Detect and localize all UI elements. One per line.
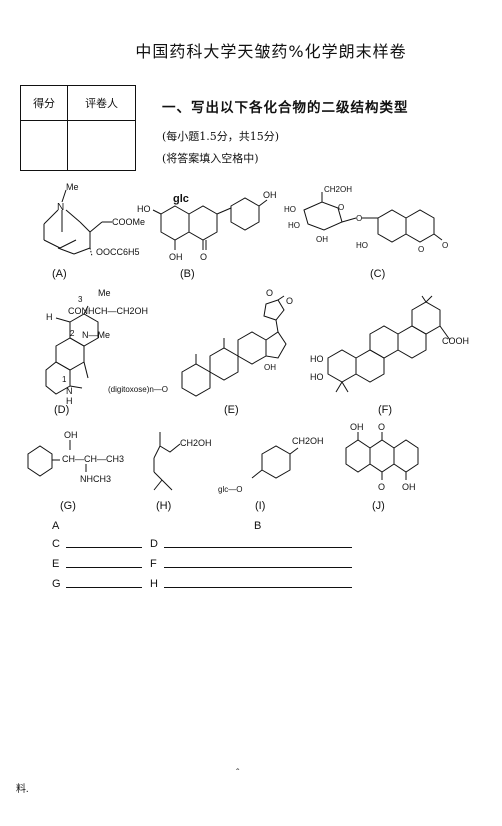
structure-f-text-1: HO bbox=[310, 354, 324, 364]
structure-g-text-2: CH—CH—CH3 bbox=[62, 454, 124, 464]
structure-c-text-5: O bbox=[338, 203, 344, 212]
structure-e-text-3: (digitoxose)n—O bbox=[108, 385, 168, 394]
structure-c-text-2: HO bbox=[284, 205, 296, 214]
score-label: 得分 bbox=[19, 85, 69, 121]
footer-center-mark: ˆ bbox=[236, 768, 240, 779]
structure-e-text-1: O bbox=[266, 288, 273, 298]
answer-blank-h[interactable] bbox=[164, 587, 352, 588]
structure-f-label: (F) bbox=[378, 404, 393, 416]
structure-c-text-7: HO bbox=[356, 241, 368, 250]
structure-a-text-4: OOCC6H5 bbox=[96, 247, 140, 257]
answer-label-g: G bbox=[52, 578, 61, 590]
section-heading: 一、写出以下各化合物的二级结构类型 bbox=[162, 100, 409, 116]
answer-label-e: E bbox=[52, 558, 60, 570]
structure-g-label: (G) bbox=[60, 500, 76, 512]
structure-e-label: (E) bbox=[224, 404, 239, 416]
structure-i-text-1: CH2OH bbox=[292, 436, 324, 446]
structure-i: CH2OH glc—O bbox=[218, 436, 324, 494]
structure-j-text-2: O bbox=[378, 422, 385, 432]
structure-j-text-4: OH bbox=[402, 482, 416, 492]
answer-blank-d[interactable] bbox=[164, 547, 352, 548]
structure-f-text-2: HO bbox=[310, 372, 324, 382]
structure-b-label: (B) bbox=[180, 268, 195, 280]
answer-blank-f[interactable] bbox=[164, 567, 352, 568]
structure-e-text-4: OH bbox=[264, 363, 276, 372]
structure-g: OH CH—CH—CH3 NHCH3 bbox=[27, 430, 124, 484]
structure-c-text-3: HO bbox=[288, 221, 300, 230]
score-table: 得分 评卷人 bbox=[19, 85, 136, 171]
answer-label-d: D bbox=[150, 538, 158, 550]
structure-d-text-1: Me bbox=[98, 288, 111, 298]
structure-d-text-8: N bbox=[66, 386, 73, 396]
structure-c-text-4: OH bbox=[316, 235, 328, 244]
structure-b-text-1: glc bbox=[173, 193, 189, 205]
structure-b-text-2: HO bbox=[137, 204, 151, 214]
structure-e: O O (digitoxose)n—O OH bbox=[108, 288, 293, 397]
structure-d-text-2: 3 bbox=[78, 295, 83, 304]
structure-g-text-1: OH bbox=[64, 430, 78, 440]
section-note-instructions: (将答案填入空格中) bbox=[162, 152, 259, 165]
structure-j-text-3: O bbox=[378, 482, 385, 492]
answer-blank-e[interactable] bbox=[66, 567, 142, 568]
page-title: 中国药科大学天皱药%化学朗末样卷 bbox=[135, 42, 407, 61]
structure-d-text-5: 2 bbox=[70, 329, 75, 338]
structure-b: glc HO OH OH O bbox=[137, 190, 277, 262]
structure-h-label: (H) bbox=[156, 500, 172, 512]
answer-label-h: H bbox=[150, 578, 158, 590]
structure-b-text-4: OH bbox=[169, 252, 183, 262]
answer-label-a: A bbox=[52, 520, 60, 532]
answer-label-f: F bbox=[150, 558, 157, 570]
structure-c-text-1: CH2OH bbox=[324, 185, 352, 194]
structure-a: Me N COOMe OOCC6H5 bbox=[43, 182, 145, 257]
structure-e-text-2: O bbox=[286, 296, 293, 306]
structure-c-text-9: O bbox=[442, 241, 448, 250]
structure-j: OH O O OH bbox=[345, 422, 419, 492]
footer-left-text: 料. bbox=[16, 784, 29, 795]
structure-i-label: (I) bbox=[255, 500, 266, 512]
answer-blank-c[interactable] bbox=[66, 547, 142, 548]
structure-d-label: (D) bbox=[54, 404, 70, 416]
structure-f-text-3: COOH bbox=[442, 336, 469, 346]
structure-c-text-6: O bbox=[356, 214, 362, 223]
structure-a-label: (A) bbox=[52, 268, 67, 280]
answer-label-c: C bbox=[52, 538, 60, 550]
answer-blank-g[interactable] bbox=[66, 587, 142, 588]
structure-d: Me 3 CONHCH—CH2OH H 2 N—Me 1 N H bbox=[45, 288, 148, 406]
structure-c-label: (C) bbox=[370, 268, 386, 280]
structure-b-text-3: OH bbox=[263, 190, 277, 200]
structure-f: HO HO COOH bbox=[310, 295, 469, 393]
structure-j-text-1: OH bbox=[350, 422, 364, 432]
grader-label: 评卷人 bbox=[67, 85, 136, 121]
structure-g-text-3: NHCH3 bbox=[80, 474, 111, 484]
structure-j-label: (J) bbox=[372, 500, 385, 512]
structure-d-text-7: 1 bbox=[62, 375, 67, 384]
score-cell[interactable] bbox=[19, 120, 69, 171]
structure-c-text-8: O bbox=[418, 245, 424, 254]
structure-i-text-2: glc—O bbox=[218, 485, 242, 494]
structure-d-text-6: N—Me bbox=[82, 330, 110, 340]
structure-h-text-1: CH2OH bbox=[180, 438, 212, 448]
structure-a-text-2: N bbox=[57, 202, 64, 213]
structure-b-text-5: O bbox=[200, 252, 207, 262]
structure-d-text-3: CONHCH—CH2OH bbox=[68, 306, 148, 316]
section-note-points: (每小题1.5分，共15分) bbox=[162, 130, 280, 143]
structure-d-text-9: H bbox=[66, 396, 73, 406]
structure-a-text-3: COOMe bbox=[112, 217, 145, 227]
structure-a-text-1: Me bbox=[66, 182, 79, 192]
structure-h: CH2OH bbox=[153, 432, 212, 491]
grader-cell[interactable] bbox=[67, 120, 136, 171]
structure-c: CH2OH HO HO OH O O HO O O bbox=[284, 185, 448, 254]
answer-label-b: B bbox=[254, 520, 262, 532]
structure-d-text-4: H bbox=[46, 312, 53, 322]
